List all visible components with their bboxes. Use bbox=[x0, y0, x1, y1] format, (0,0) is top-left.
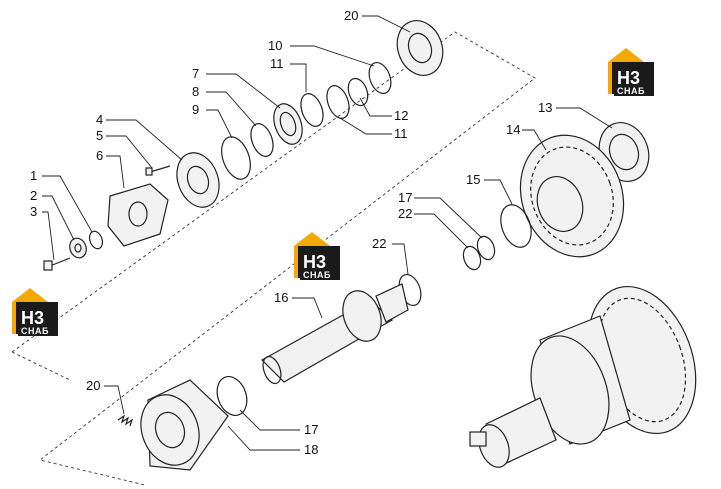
leader-15 bbox=[484, 179, 513, 205]
callout-22a: 22 bbox=[398, 206, 412, 221]
callout-7: 7 bbox=[192, 66, 199, 81]
part-10-ring bbox=[368, 61, 392, 95]
part-11-ring bbox=[300, 85, 350, 127]
part-5-bolt bbox=[145, 165, 171, 176]
callout-19: 18 bbox=[304, 442, 318, 457]
leader-19 bbox=[227, 425, 300, 451]
part-21-washer bbox=[396, 20, 444, 76]
part-20-spring bbox=[117, 414, 134, 427]
logo-text: H3 bbox=[617, 68, 640, 88]
callout-3: 3 bbox=[30, 204, 37, 219]
callout-1: 1 bbox=[30, 168, 37, 183]
assembled-unit bbox=[469, 285, 697, 468]
logo-center: H3 СНАБ bbox=[294, 232, 340, 280]
leader-2 bbox=[42, 195, 75, 241]
part-2-washer bbox=[69, 237, 87, 259]
leader-4 bbox=[106, 119, 183, 161]
leader-14 bbox=[522, 129, 547, 151]
callout-10: 10 bbox=[268, 38, 282, 53]
leader-13 bbox=[556, 107, 613, 129]
leader-6 bbox=[106, 155, 125, 189]
callout-11a: 11 bbox=[270, 56, 284, 71]
callout-20: 20 bbox=[86, 378, 100, 393]
leader-1 bbox=[42, 175, 93, 233]
callout-18: 17 bbox=[304, 422, 318, 437]
part-12-snap-ring bbox=[347, 77, 369, 107]
callout-17: 17 bbox=[398, 190, 412, 205]
leader-22a bbox=[414, 213, 469, 249]
leader-3 bbox=[42, 211, 55, 261]
part-3-bolt bbox=[43, 257, 71, 271]
logo-subtext: СНАБ bbox=[303, 270, 331, 280]
part-9-o-ring bbox=[221, 136, 251, 180]
part-22-o-ring bbox=[398, 245, 482, 307]
callout-8: 8 bbox=[192, 84, 199, 99]
leader-9 bbox=[206, 109, 233, 139]
callout-11b: 11 bbox=[394, 126, 408, 141]
callout-15: 15 bbox=[466, 172, 480, 187]
part-19-carrier bbox=[140, 379, 229, 471]
logo-text: H3 bbox=[21, 308, 44, 328]
part-16-shaft bbox=[261, 283, 409, 385]
leader-22b bbox=[392, 243, 409, 275]
part-6-yoke bbox=[107, 183, 169, 247]
leader-8 bbox=[206, 91, 257, 127]
leader-16 bbox=[292, 297, 323, 319]
logo-left: H3 СНАБ bbox=[12, 288, 58, 336]
logo-subtext: СНАБ bbox=[21, 326, 49, 336]
leader-7 bbox=[206, 73, 281, 109]
leader-11a bbox=[290, 63, 307, 92]
callout-22b: 22 bbox=[372, 236, 386, 251]
leader-18 bbox=[239, 409, 300, 431]
leader-20 bbox=[104, 385, 125, 415]
logo-top-right: H3 СНАБ bbox=[608, 48, 654, 96]
assembly-boundary bbox=[11, 31, 536, 486]
part-1-o-ring bbox=[88, 230, 104, 250]
part-7-bearing bbox=[273, 103, 303, 145]
callout-4: 4 bbox=[96, 112, 103, 127]
callout-12: 12 bbox=[394, 108, 408, 123]
leader-17 bbox=[414, 197, 483, 239]
part-15-o-ring bbox=[500, 204, 532, 248]
callout-21: 20 bbox=[344, 8, 358, 23]
callout-9: 9 bbox=[192, 102, 199, 117]
callout-14: 14 bbox=[506, 122, 520, 137]
leader-21 bbox=[362, 15, 411, 33]
part-17-snap-ring bbox=[476, 235, 496, 261]
callout-6: 6 bbox=[96, 148, 103, 163]
part-18-o-ring bbox=[216, 376, 248, 416]
callout-5: 5 bbox=[96, 128, 103, 143]
part-4-flange bbox=[176, 152, 220, 208]
logo-text: H3 bbox=[303, 252, 326, 272]
callout-13: 13 bbox=[538, 100, 552, 115]
leader-12 bbox=[359, 97, 392, 117]
callout-16: 16 bbox=[274, 290, 288, 305]
assembly-boundary-lower bbox=[11, 351, 71, 381]
logo-subtext: СНАБ bbox=[617, 86, 645, 96]
part-8-ring bbox=[250, 123, 274, 157]
leader-10 bbox=[290, 45, 375, 67]
callout-2: 2 bbox=[30, 188, 37, 203]
leader-5 bbox=[106, 135, 153, 169]
leader-11b bbox=[339, 117, 392, 135]
